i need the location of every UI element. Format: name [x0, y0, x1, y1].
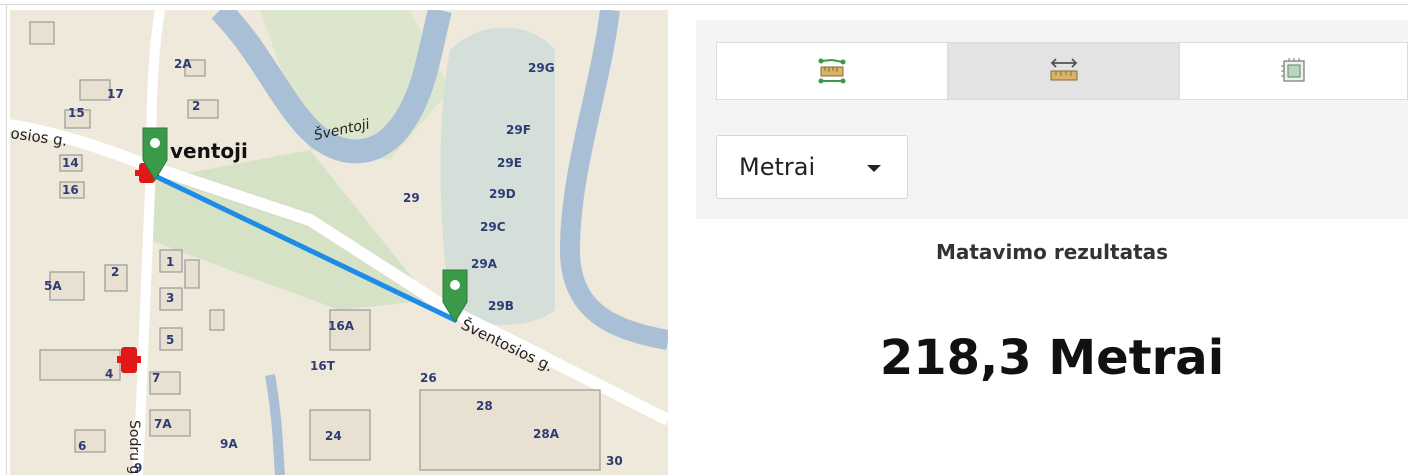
map-house-number: 2 [192, 99, 200, 113]
result-value: 218,3 Metrai [879, 330, 1225, 386]
map-house-number: 7 [152, 371, 160, 385]
map-house-number: 29F [506, 123, 531, 137]
map-house-number: 26 [420, 371, 437, 385]
measurement-line [150, 172, 458, 323]
map-house-number: 24 [325, 429, 342, 443]
map-house-number: 5A [44, 279, 62, 293]
map-canvas: 29G 29F 29E 29D 29C 29A 29B 29 16A 16T 2… [10, 10, 668, 475]
tab-measure-distance[interactable] [948, 42, 1180, 100]
map-house-number: 2A [174, 57, 192, 71]
map-house-number: 29D [489, 187, 516, 201]
map-house-number: 29E [497, 156, 522, 170]
map-house-number: 17 [107, 87, 124, 101]
place-label: ventoji [170, 139, 248, 163]
map-buildings [29, 21, 601, 471]
map-island [440, 27, 555, 325]
map-house-number: 16T [310, 359, 336, 373]
unit-select[interactable]: Metrai [716, 135, 908, 199]
measure-mode-tabs [716, 42, 1408, 100]
canal [265, 374, 285, 475]
map-house-number: 29C [480, 220, 506, 234]
map-house-number: 7A [154, 417, 172, 431]
map-house-number: 16 [62, 183, 79, 197]
map-marker-start-icon[interactable] [142, 127, 168, 181]
left-divider [6, 4, 7, 475]
river [211, 10, 452, 164]
map-house-number: 15 [68, 106, 85, 120]
unit-select-value: Metrai [739, 153, 816, 181]
river-east [559, 10, 668, 350]
tab-measure-area[interactable] [1180, 42, 1408, 100]
map-house-number: 3 [166, 291, 174, 305]
map-house-number: 29 [403, 191, 420, 205]
map-house-number: 5 [166, 333, 174, 347]
map-house-number: 4 [105, 367, 113, 381]
map-house-number: 1 [166, 255, 174, 269]
map-house-number: 2 [111, 265, 119, 279]
map-view[interactable]: 29G 29F 29E 29D 29C 29A 29B 29 16A 16T 2… [10, 10, 668, 475]
map-house-number: 28 [476, 399, 493, 413]
map-marker-end-icon[interactable] [442, 269, 468, 323]
result-title: Matavimo rezultatas [935, 240, 1169, 264]
street-label-vertical: Sodru g. [126, 420, 142, 475]
map-house-number: 28A [533, 427, 560, 441]
measure-area-icon [1280, 58, 1305, 82]
measurement-toolbar: Metrai [696, 20, 1408, 219]
map-house-number: 9 [134, 461, 142, 475]
map-house-number: 29A [471, 257, 498, 271]
measure-path-icon [818, 58, 846, 84]
map-house-number: 6 [78, 439, 86, 453]
road-sventosios [10, 119, 668, 426]
tab-measure-path[interactable] [716, 42, 948, 100]
map-house-number: 29G [528, 61, 555, 75]
chevron-down-icon [867, 165, 881, 172]
map-house-number: 9A [220, 437, 238, 451]
map-house-number: 16A [328, 319, 355, 333]
measurement-panel: Metrai Matavimo rezultatas 218,3 Metrai [696, 20, 1408, 475]
map-house-number: 30 [606, 454, 623, 468]
map-house-number: 29B [488, 299, 514, 313]
map-house-number: 14 [62, 156, 79, 170]
top-divider [0, 4, 1408, 5]
measure-distance-icon [1050, 58, 1077, 81]
hydrant-icon [117, 347, 141, 373]
